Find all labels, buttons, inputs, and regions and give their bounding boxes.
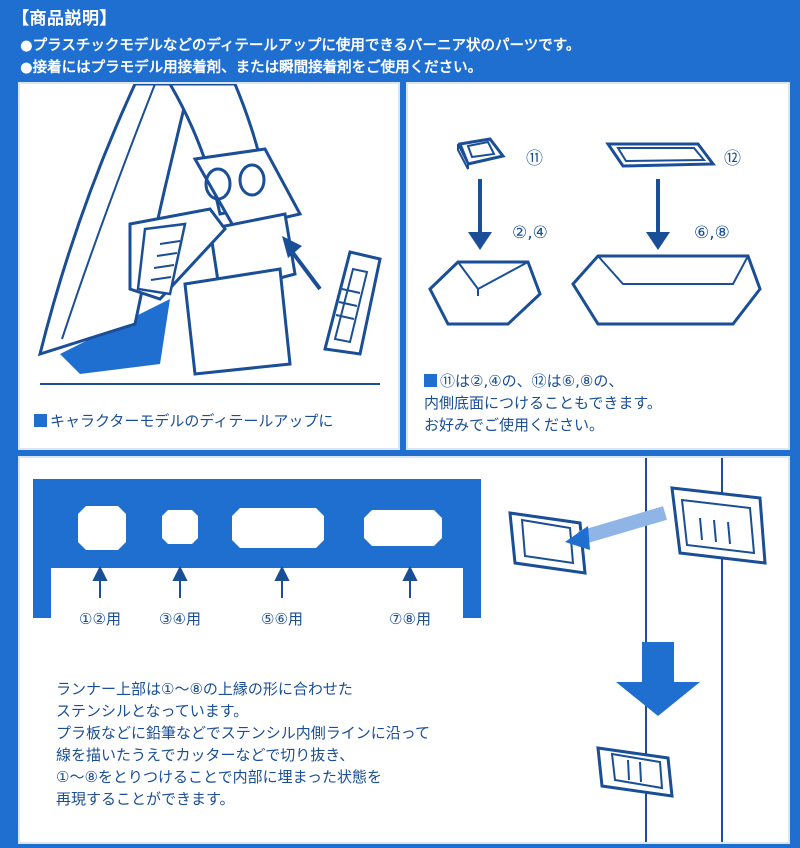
- inner-part-panel: ⑪ ⑫ ②,④ ⑥,⑧ ⑪は②,④の、⑫は⑥,⑧の、 内側底面につけることもでき…: [406, 82, 790, 450]
- stencil-panel: ①②用 ③④用 ⑤⑥用 ⑦⑧用 ランナー上部は①～⑧の上縁の形に合わせた ステン…: [18, 456, 790, 844]
- label-parts-6-8: ⑥,⑧: [694, 223, 730, 243]
- character-model-panel: キャラクターモデルのディテールアップに: [18, 82, 400, 450]
- panel2-note-line-2: 内側底面につけることもできます。: [424, 394, 662, 412]
- panel2-note-line-1: ⑪は②,④の、⑫は⑥,⑧の、: [424, 370, 623, 392]
- character-model-illustration: [37, 84, 382, 385]
- stencil-desc-line-4: 線を描いたうえでカッターなどで切り抜き、: [56, 746, 355, 764]
- stencil-desc-line-6: 再現することができます。: [56, 790, 235, 808]
- runner-label-5-6: ⑤⑥用: [261, 610, 303, 628]
- square-bullet-icon: [34, 414, 47, 427]
- stencil-desc-line-2: ステンシルとなっています。: [56, 702, 249, 720]
- description-line-2: ●接着にはプラモデル用接着剤、または瞬間接着剤をご使用ください。: [20, 60, 483, 76]
- section-title: 【商品説明】: [12, 9, 117, 29]
- stencil-desc-line-3: プラ板などに鉛筆などでステンシル内側ラインに沿って: [56, 724, 430, 742]
- inner-part-illustration: [428, 137, 762, 326]
- runner-label-1-2: ①②用: [79, 610, 121, 628]
- label-parts-2-4: ②,④: [512, 223, 548, 243]
- panel1-caption: キャラクターモデルのディテールアップに: [34, 410, 333, 432]
- label-part-12: ⑫: [724, 149, 741, 169]
- description-line-1: ●プラスチックモデルなどのディテールアップに使用できるバーニア状のパーツです。: [20, 38, 581, 54]
- label-part-11: ⑪: [526, 149, 543, 169]
- runner-label-3-4: ③④用: [159, 610, 201, 628]
- stencil-desc-line-5: ①～⑧をとりつけることで内部に埋まった状態を: [56, 768, 382, 786]
- square-bullet-icon: [424, 374, 437, 387]
- stencil-runner-illustration: [33, 458, 767, 842]
- runner-label-7-8: ⑦⑧用: [389, 610, 431, 628]
- panel2-note-line-3: お好みでご使用ください。: [424, 416, 605, 434]
- stencil-desc-line-1: ランナー上部は①～⑧の上縁の形に合わせた: [56, 680, 353, 698]
